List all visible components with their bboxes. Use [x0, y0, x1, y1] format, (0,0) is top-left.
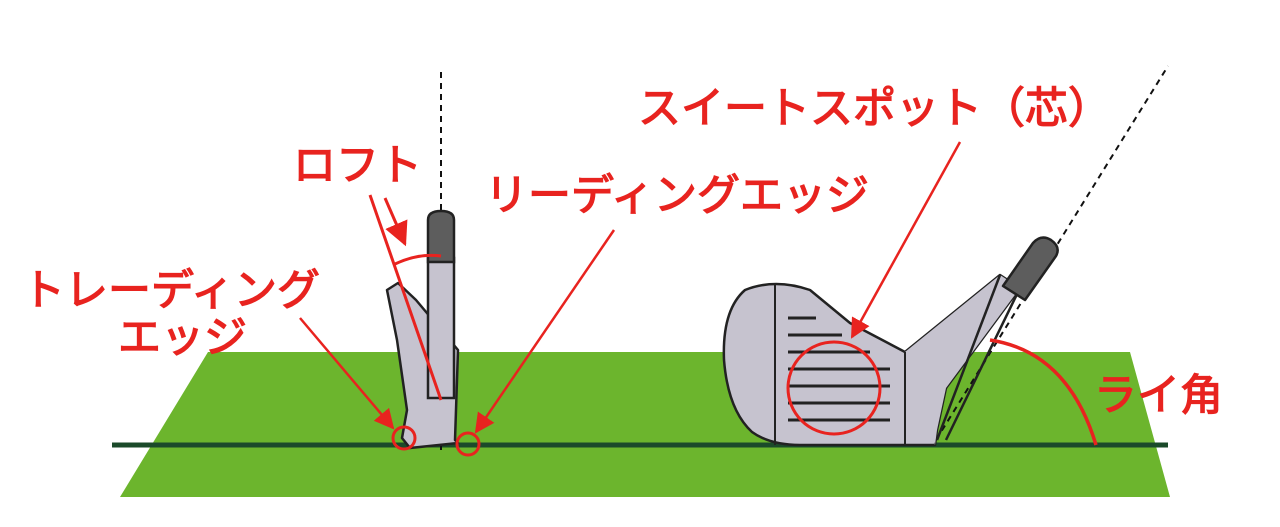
trailing-edge-marker [391, 425, 417, 451]
sweet-spot-marker [786, 340, 882, 436]
loft-line [368, 194, 443, 401]
face-grooves [788, 316, 890, 422]
sweet-spot-arrow [850, 141, 962, 339]
leading-edge-marker [455, 431, 481, 457]
leading-edge-label: リーディングエッジ [485, 171, 869, 221]
face-club-head [722, 282, 948, 447]
face-shaft [905, 275, 1020, 445]
face-shaft-edge-left [935, 274, 1002, 441]
lie-angle-arc [989, 338, 1098, 446]
loft-label: ロフト [293, 141, 422, 191]
lie-angle-label: ライ角 [1094, 371, 1223, 421]
side-view-club [299, 72, 616, 457]
sweet-spot-label: スイートスポット（芯） [638, 84, 1111, 134]
trailing-edge-arrow [299, 317, 395, 430]
face-grip [1001, 236, 1059, 302]
face-view-club [722, 65, 1169, 447]
face-shaft-edge-right [944, 287, 1022, 441]
loft-arrow [383, 197, 408, 247]
trailing-edge-label-line2: エッジ [118, 313, 247, 363]
side-grip [426, 209, 456, 264]
turf-area [120, 352, 1170, 497]
leading-edge-arrow [474, 229, 616, 434]
loft-arc [394, 253, 442, 266]
trailing-edge-label-line1: トレーディング [22, 266, 320, 316]
